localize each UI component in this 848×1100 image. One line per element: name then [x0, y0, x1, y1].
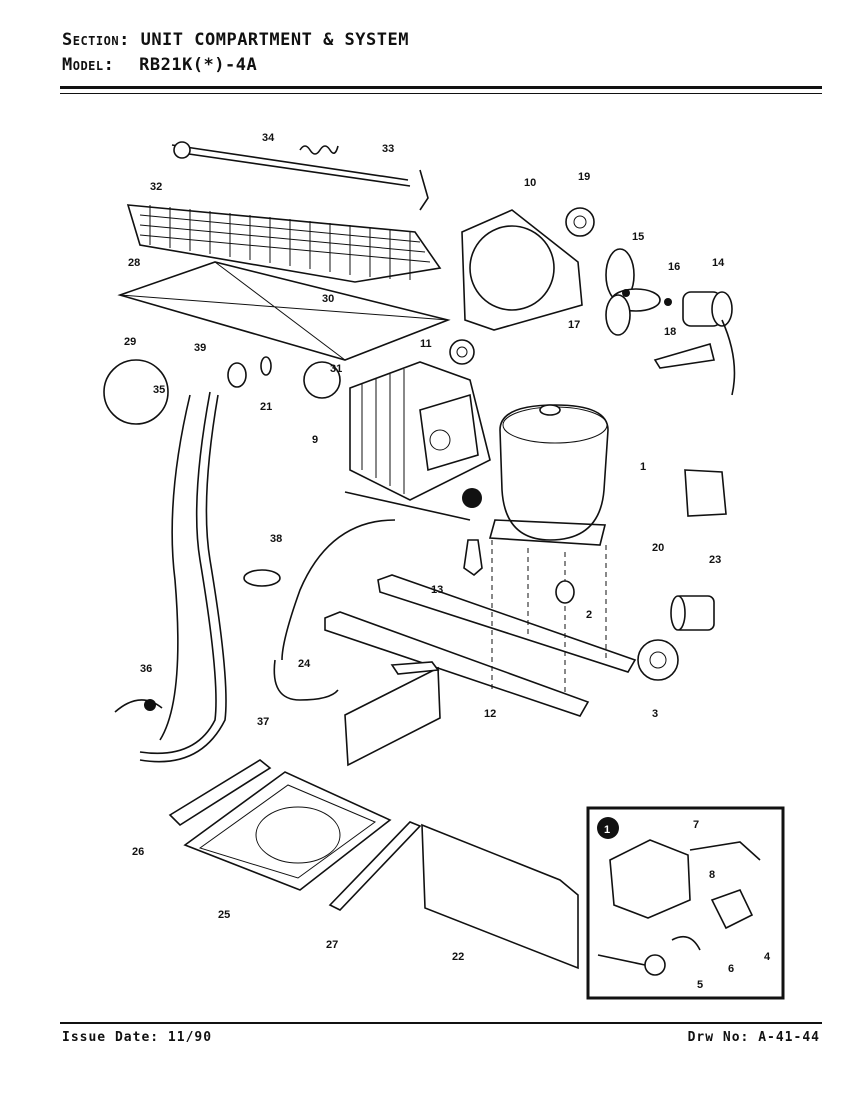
- callout-10: 10: [524, 177, 536, 189]
- callout-16: 16: [668, 261, 680, 273]
- model-label: Model:: [62, 55, 115, 75]
- access-cover: [421, 823, 579, 970]
- drawing-number: Drw No: A-41-44: [687, 1030, 820, 1045]
- condenser-block: [344, 361, 491, 521]
- fan-blade: [605, 248, 661, 336]
- grommet-39: [227, 362, 247, 388]
- callout-30: 30: [322, 293, 334, 305]
- grommet: [449, 339, 475, 365]
- callout-9: 9: [312, 434, 318, 446]
- overload-relay: [684, 469, 727, 517]
- start-capacitor: [670, 595, 715, 631]
- section-label: Section:: [62, 30, 130, 50]
- callout-32: 32: [150, 181, 162, 193]
- callout-14: 14: [712, 257, 725, 269]
- detail-35: [103, 359, 169, 425]
- callout-21: 21: [260, 401, 272, 413]
- drain-tube: [139, 394, 227, 763]
- callout-34: 34: [262, 132, 275, 144]
- callout-7: 7: [693, 819, 699, 831]
- fan-motor: [653, 291, 736, 396]
- drain-wire: [299, 145, 339, 155]
- callout-23: 23: [709, 554, 721, 566]
- mounting-rails: [324, 574, 637, 767]
- section-heading: Section: UNIT COMPARTMENT & SYSTEM: [62, 30, 409, 50]
- condenser-panel: [117, 261, 451, 361]
- issue-date: Issue Date: 11/90: [62, 1030, 213, 1045]
- callout-12: 12: [484, 708, 496, 720]
- footer-rule: [60, 1022, 822, 1024]
- model-heading: Model: RB21K(*)-4A: [62, 55, 257, 75]
- compressor-grommet: [555, 580, 575, 604]
- callout-27: 27: [326, 939, 338, 951]
- callout-3: 3: [652, 708, 658, 720]
- callout-5: 5: [697, 979, 703, 991]
- relay-inset: [586, 806, 785, 1000]
- callout-25: 25: [218, 909, 230, 921]
- compressor: [462, 404, 609, 546]
- detail-31: [303, 361, 341, 399]
- callout-18: 18: [664, 326, 676, 338]
- callout-8: 8: [709, 869, 715, 881]
- fan-shroud: [461, 207, 595, 331]
- condenser-coil: [126, 141, 442, 283]
- callout-38: 38: [270, 533, 282, 545]
- callout-24: 24: [298, 658, 311, 670]
- inset-marker: 1: [604, 824, 610, 836]
- callout-6: 6: [728, 963, 734, 975]
- wire-harness: [281, 519, 396, 661]
- callout-2: 2: [586, 609, 592, 621]
- callout-1: 1: [640, 461, 646, 473]
- drain-pan: [168, 759, 422, 911]
- callout-20: 20: [652, 542, 664, 554]
- tube-clamp: [243, 569, 281, 587]
- header-rule-thick: [60, 86, 822, 89]
- callout-26: 26: [132, 846, 144, 858]
- callout-29: 29: [124, 336, 136, 348]
- callout-35: 35: [153, 384, 165, 396]
- callout-37: 37: [257, 716, 269, 728]
- callout-11: 11: [420, 338, 432, 350]
- callout-31: 31: [330, 363, 342, 375]
- drain-heater: [114, 699, 163, 713]
- callout-19: 19: [578, 171, 590, 183]
- mount-grommet: [637, 639, 679, 681]
- callout-4: 4: [764, 951, 771, 963]
- callout-33: 33: [382, 143, 394, 155]
- callout-36: 36: [140, 663, 152, 675]
- callout-22: 22: [452, 951, 464, 963]
- callout-15: 15: [632, 231, 644, 243]
- callout-39: 39: [194, 342, 206, 354]
- header-rule-thin: [60, 93, 822, 94]
- section-value: UNIT COMPARTMENT & SYSTEM: [140, 30, 409, 50]
- filter-drier: [463, 539, 483, 577]
- callout-13: 13: [431, 584, 443, 596]
- callout-28: 28: [128, 257, 140, 269]
- model-value: RB21K(*)-4A: [139, 55, 258, 75]
- callout-17: 17: [568, 319, 580, 331]
- plug-21: [260, 356, 272, 376]
